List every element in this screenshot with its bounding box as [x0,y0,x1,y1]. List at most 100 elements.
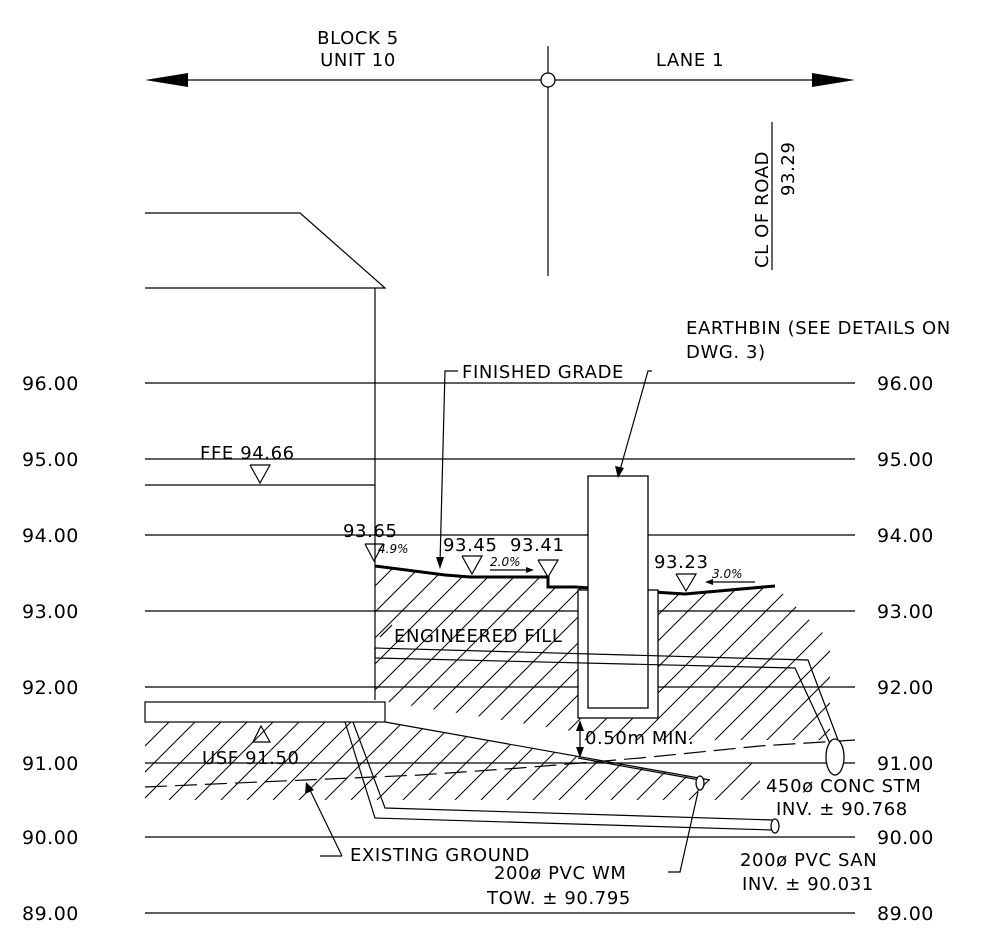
grade-triangle-icon [675,573,698,593]
house-outline [144,212,387,723]
usf-label: USF 91.50 [202,748,300,769]
elev-label-right: 95.00 [877,449,934,471]
elev-label-left: 96.00 [22,373,79,395]
hatch-line [683,566,830,740]
hatch-line [246,722,328,800]
hatch-line [376,722,458,800]
existing-ground-label: EXISTING GROUND [350,845,530,866]
elev-label-left: 91.00 [22,753,79,775]
hatch-line [375,566,376,740]
centerline-elevation: 93.29 [778,141,799,196]
elev-label-left: 92.00 [22,677,79,699]
block-label: BLOCK 5 [317,28,399,49]
lot-line-circle-icon [540,72,556,88]
min-depth-dimension [576,720,584,758]
sanitary-pipe-end-icon [770,818,780,834]
fill-bottom-line [384,721,711,781]
finished-grade-line [374,564,776,596]
hatch-line [375,566,454,740]
lane-label: LANE 1 [656,50,724,71]
grade-triangle-icon [364,543,384,563]
grade-triangle-icon [461,555,484,576]
hatch-line [194,722,276,800]
slope-arrows [490,567,755,585]
elev-label-left: 90.00 [22,827,79,849]
hatch-line [145,722,172,800]
elev-label-left: 93.00 [22,601,79,623]
hatch-line [709,566,830,740]
hatch-line [168,722,250,800]
roof-outline [145,212,387,289]
existing-ground-line [144,739,856,788]
hatch-line [454,722,536,800]
hatch-line [506,722,588,800]
ffe-triangle-icon [249,464,272,485]
leaders [305,370,699,873]
grade-elev-2: 93.45 [443,535,498,556]
footing [144,701,386,723]
elev-label-right: 92.00 [877,677,934,699]
road-centerline: CL OF ROAD 93.29 [752,122,799,270]
earthbin-label-cont: DWG. 3) [686,342,766,363]
hatch-line [272,722,354,800]
storm-invert-label: INV. ± 90.768 [776,799,908,820]
hatch-line [145,722,198,800]
watermain-pipe [577,757,705,791]
elev-label-left: 94.00 [22,525,79,547]
grade-elev-3: 93.41 [510,535,565,556]
elev-label-right: 91.00 [877,753,934,775]
left-elevation-labels: 96.00 95.00 94.00 93.00 92.00 91.00 90.0… [22,373,79,925]
elev-label-right: 96.00 [877,373,934,395]
min-depth-label: 0.50m MIN. [585,728,694,749]
elev-label-right: 93.00 [877,601,934,623]
slope-3: 3.0% [712,567,743,581]
ffe-label: FFE 94.66 [200,443,295,464]
hatch-line [813,566,830,740]
sanitary-pipe [344,721,780,834]
hatch-line [375,566,428,740]
earthbin-inner [587,475,649,709]
usf-triangle-icon [252,724,272,743]
grade-elev-4: 93.23 [654,552,709,573]
right-elevation-labels: 96.00 95.00 94.00 93.00 92.00 91.00 90.0… [877,373,934,925]
hatch-line [350,722,432,800]
centerline-label: CL OF ROAD [752,151,773,268]
sanitary-invert-label: INV. ± 90.031 [742,874,874,895]
hatch-line [740,722,760,800]
watermain-tow-label: TOW. ± 90.795 [486,888,631,909]
hatch-line [220,722,302,800]
right-arrowhead-icon [812,73,855,87]
callouts: EARTHBIN (SEE DETAILS ON DWG. 3) FINISHE… [200,318,951,909]
engineered-fill-label: ENGINEERED FILL [394,626,563,647]
header: BLOCK 5 UNIT 10 LANE 1 [145,28,855,276]
hatch-line [375,566,506,740]
hatch-line [324,722,406,800]
earthbin-label: EARTHBIN (SEE DETAILS ON [686,318,951,339]
grade-elev-1: 93.65 [343,521,398,542]
storm-label: 450ø CONC STM [766,776,921,797]
sanitary-label: 200ø PVC SAN [740,850,877,871]
elev-label-right: 94.00 [877,525,934,547]
left-arrowhead-icon [145,73,188,87]
elev-label-left: 95.00 [22,449,79,471]
hatch-line [298,722,380,800]
elevation-grid [145,382,855,914]
earthbin [577,475,659,719]
finished-grade-label: FINISHED GRADE [462,362,624,383]
hatch-line [480,722,562,800]
hatch-line [375,566,402,740]
hatch-line [375,566,480,740]
watermain-label: 200ø PVC WM [494,863,626,884]
grade-triangle-icon [537,559,560,579]
hatch-line [735,566,830,740]
elev-label-right: 89.00 [877,903,934,925]
watermain-pipe-end-icon [695,775,705,791]
storm-pipe-end-icon [825,738,845,776]
hatch-line [761,566,830,740]
slope-2: 2.0% [490,555,521,569]
storm-pipe [374,647,845,776]
elevation-markers [249,464,698,743]
hatch-line [787,566,830,740]
unit-label: UNIT 10 [320,50,396,71]
elev-label-left: 89.00 [22,903,79,925]
